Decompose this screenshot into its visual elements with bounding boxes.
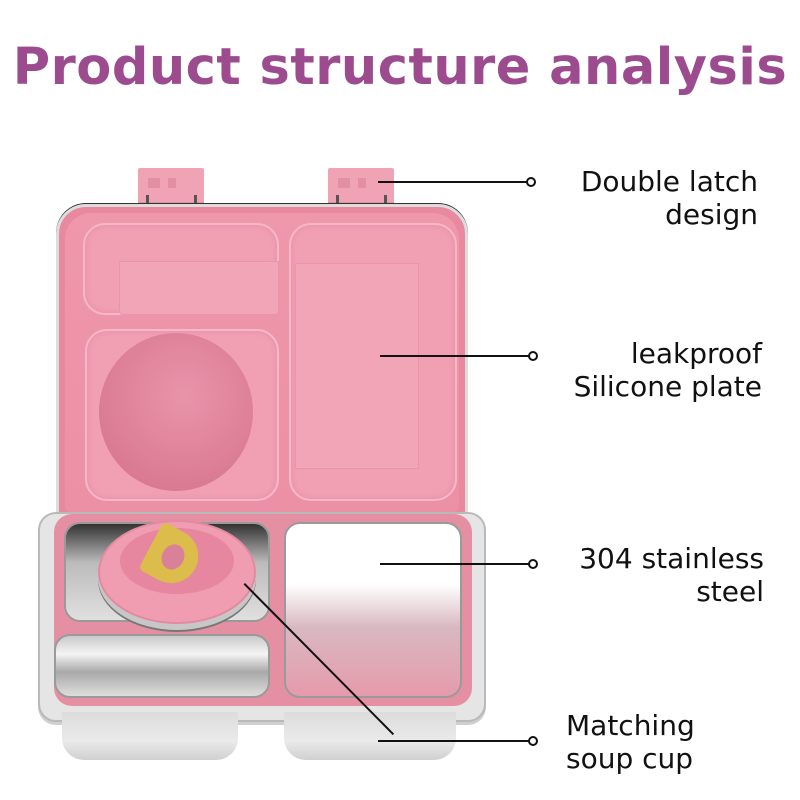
callout-silicone: leakproof Silicone plate — [573, 337, 762, 403]
steel-leader-dot — [528, 559, 538, 569]
latch-right-icon — [328, 168, 394, 206]
latch-leader-dot — [526, 177, 536, 187]
callout-latch: Double latch design — [580, 165, 758, 231]
page-title: Product structure analysis — [12, 38, 788, 97]
soup-cup-leader-dot — [528, 736, 538, 746]
soup-cup-leader-line — [378, 740, 530, 742]
steel-leader-line — [380, 563, 530, 565]
silicone-lid-icon — [56, 204, 468, 522]
latch-leader-line — [378, 181, 528, 183]
silicone-leader-line — [380, 355, 530, 357]
callout-soup-cup: Matching soup cup — [566, 709, 695, 775]
silicone-leader-dot — [528, 351, 538, 361]
latch-left-icon — [138, 168, 204, 206]
callout-steel: 304 stainless steel — [579, 542, 764, 608]
